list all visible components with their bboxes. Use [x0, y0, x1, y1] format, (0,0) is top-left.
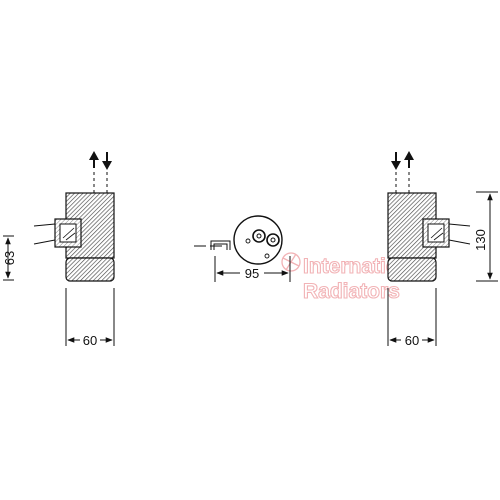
height-label: 130 [473, 229, 488, 251]
drier-base [65, 257, 115, 282]
diameter-label: 95 [245, 266, 259, 281]
watermark-line-2: Radiators [303, 280, 400, 303]
height-dimension [476, 191, 498, 282]
width-label: 60 [83, 333, 97, 348]
drier-base [387, 257, 437, 282]
width-dimension [387, 288, 437, 346]
flow-arrows-icon [89, 151, 112, 170]
small-port-2 [264, 253, 270, 259]
diameter-dimension [214, 256, 291, 282]
mounting-bracket [33, 218, 82, 248]
port-fitting-1 [252, 229, 266, 243]
width-dimension [65, 288, 115, 346]
mounting-bracket [422, 218, 471, 248]
top-view: 95 [194, 215, 291, 282]
flow-arrows-icon [391, 151, 414, 170]
small-port-1 [245, 238, 251, 244]
height-dimension [3, 235, 14, 281]
port-fitting-2 [266, 233, 280, 247]
left-drier-view: 63 60 [2, 151, 115, 348]
inlet-pipe [194, 240, 231, 250]
height-label: 63 [2, 251, 17, 265]
watermark-emblem [281, 252, 301, 272]
right-drier-view: 130 60 [387, 151, 498, 348]
width-label: 60 [405, 333, 419, 348]
